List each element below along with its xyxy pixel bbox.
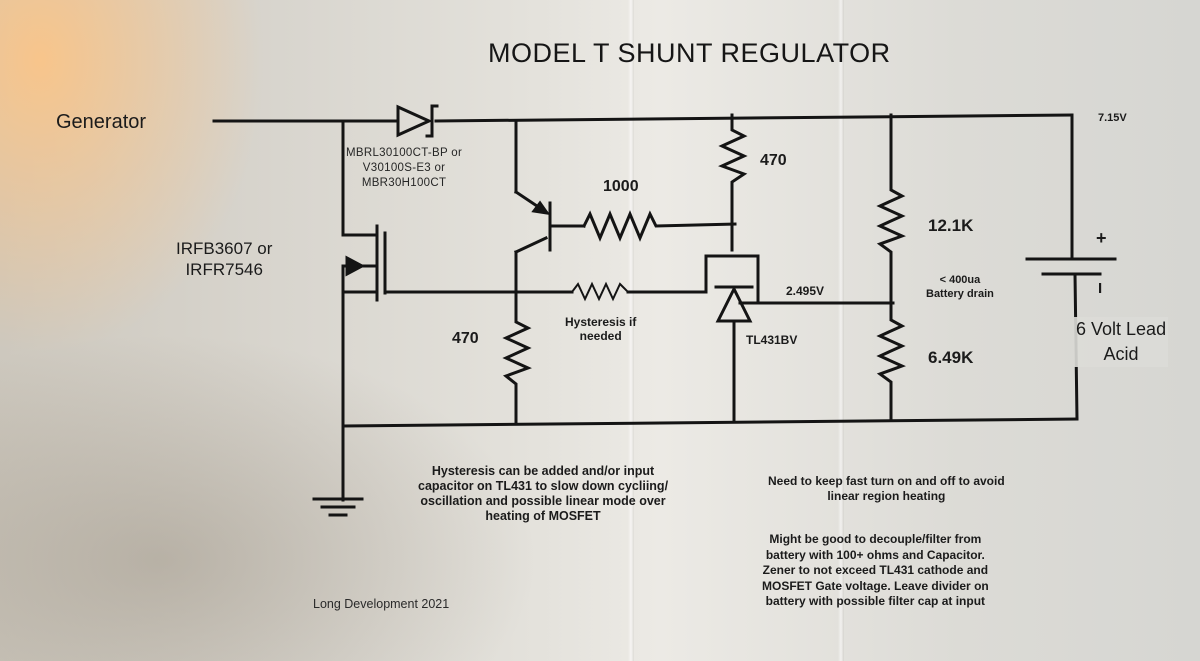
pnp-transistor-symbol — [513, 189, 586, 254]
battery-drain-note: < 400ua Battery drain — [926, 274, 994, 300]
wire-mosfet-drain — [341, 119, 378, 237]
generator-label: Generator — [56, 111, 147, 133]
decouple-note: Might be good to decouple/filter from ba… — [762, 532, 989, 608]
diode-symbol — [396, 104, 439, 138]
resistor-6k49-label: 6.49K — [928, 348, 974, 367]
battery-minus-label: I — [1098, 280, 1103, 297]
credit-label: Long Development 2021 — [313, 597, 450, 611]
wire-bottom-rail — [341, 417, 1079, 428]
battery-plus-label: + — [1096, 228, 1107, 248]
resistor-470-top — [718, 113, 748, 252]
hysteresis-resistor-label: Hysteresis if needed — [565, 315, 637, 343]
diagram-title: MODEL T SHUNT REGULATOR — [488, 38, 891, 68]
reference-voltage-label: 2.495V — [786, 284, 825, 298]
resistor-12k1-label: 12.1K — [928, 216, 974, 235]
resistor-1000-label: 1000 — [603, 178, 639, 195]
paper-fold — [838, 0, 844, 661]
tl431-symbol — [704, 254, 760, 424]
tl431-part-label: TL431BV — [746, 333, 798, 347]
wire-top-rail — [434, 113, 1074, 123]
resistor-hysteresis — [570, 281, 630, 302]
resistor-12k1 — [876, 113, 906, 305]
resistor-470-gate — [502, 303, 532, 426]
mosfet-symbol — [341, 224, 387, 302]
switching-note: Need to keep fast turn on and off to avo… — [768, 474, 1005, 503]
resistor-6k49 — [876, 301, 906, 422]
hysteresis-note: Hysteresis can be added and/or input cap… — [418, 464, 669, 523]
battery-label: 6 Volt Lead Acid — [1074, 317, 1169, 367]
resistor-1000 — [581, 210, 737, 242]
ground-symbol — [312, 497, 364, 517]
diode-part-label: MBRL30100CT-BP or V30100S-E3 or MBR30H10… — [346, 147, 463, 189]
mosfet-part-label: IRFB3607 or IRFR7546 — [176, 239, 273, 279]
resistor-470-gate-label: 470 — [452, 330, 479, 347]
output-voltage-label: 7.15V — [1098, 112, 1127, 124]
resistor-470-top-label: 470 — [760, 152, 787, 169]
battery-symbol — [1025, 257, 1117, 276]
paper-fold — [628, 0, 634, 661]
